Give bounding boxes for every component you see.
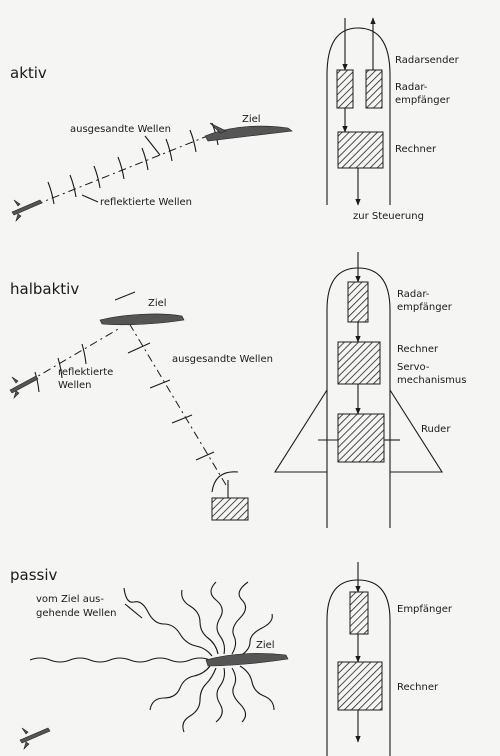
label-reflektierte-2: Wellen (58, 380, 92, 391)
missile-body-outline (326, 27, 391, 205)
computer-block (337, 131, 384, 169)
label-ziel: Ziel (242, 114, 261, 125)
section-aktiv: aktiv Ziel ausgesandte Wellen reflektier… (10, 17, 460, 223)
label-radarsender: Radarsender (395, 55, 460, 66)
label-reflektierte-wellen: reflektierte Wellen (100, 197, 192, 208)
computer-block (337, 661, 383, 711)
label-ziel: Ziel (148, 298, 167, 309)
label-reflektierte-1: reflektierte (58, 367, 113, 378)
label-vom-ziel-2: gehende Wellen (36, 608, 117, 619)
heading-passiv: passiv (10, 566, 58, 584)
label-rechner: Rechner (395, 144, 437, 155)
label-ausgesandte-wellen: ausgesandte Wellen (70, 124, 171, 135)
label-ziel: Ziel (256, 640, 275, 651)
label-servo-1: Servo- (397, 362, 430, 373)
emitted-wave-fronts (47, 122, 219, 205)
receiver-block (349, 591, 369, 635)
radar-sender-block (365, 69, 383, 109)
emitted-wave-fronts (114, 291, 215, 461)
label-rechner: Rechner (397, 682, 439, 693)
label-radar-empfaenger-2: empfänger (395, 95, 451, 106)
emitted-wave-line (34, 132, 216, 206)
section-passiv: passiv vom Ziel aus- gehende Wellen Ziel (10, 562, 453, 756)
missile-icon (19, 727, 51, 751)
missile-icon (9, 375, 39, 400)
emitted-wave-line (125, 317, 227, 486)
heading-halbaktiv: halbaktiv (10, 280, 79, 298)
label-radar-empfaenger-2: empfänger (397, 302, 453, 313)
leader-line (144, 135, 161, 156)
target-plane-icon (99, 313, 185, 326)
target-plane-icon (204, 122, 293, 142)
section-halbaktiv: halbaktiv Ziel reflektierte Wellen a (9, 252, 466, 528)
leader-line (81, 194, 99, 203)
radar-receiver-block (336, 69, 354, 109)
label-radar-empfaenger-1: Radar- (395, 82, 428, 93)
leader-line (124, 603, 143, 619)
missile-icon (11, 199, 43, 223)
target-plane-icon (205, 653, 289, 667)
label-ausgesandte-wellen: ausgesandte Wellen (172, 354, 273, 365)
label-ruder: Ruder (421, 424, 451, 435)
right-fin (389, 389, 444, 473)
label-empfaenger: Empfänger (397, 604, 453, 615)
label-radar-empfaenger-1: Radar- (397, 289, 430, 300)
radiating-waves (29, 581, 275, 733)
label-zur-steuerung: zur Steuerung (353, 211, 424, 222)
radar-receiver-block (347, 281, 369, 323)
label-rechner: Rechner (397, 344, 439, 355)
reflected-wave-fronts (34, 343, 87, 393)
servo-block (337, 413, 385, 463)
computer-block (337, 341, 381, 385)
label-servo-2: mechanismus (397, 375, 466, 386)
heading-aktiv: aktiv (10, 64, 47, 82)
label-vom-ziel-1: vom Ziel aus- (36, 594, 104, 605)
left-fin (273, 389, 328, 473)
ground-radar-station (211, 471, 249, 521)
